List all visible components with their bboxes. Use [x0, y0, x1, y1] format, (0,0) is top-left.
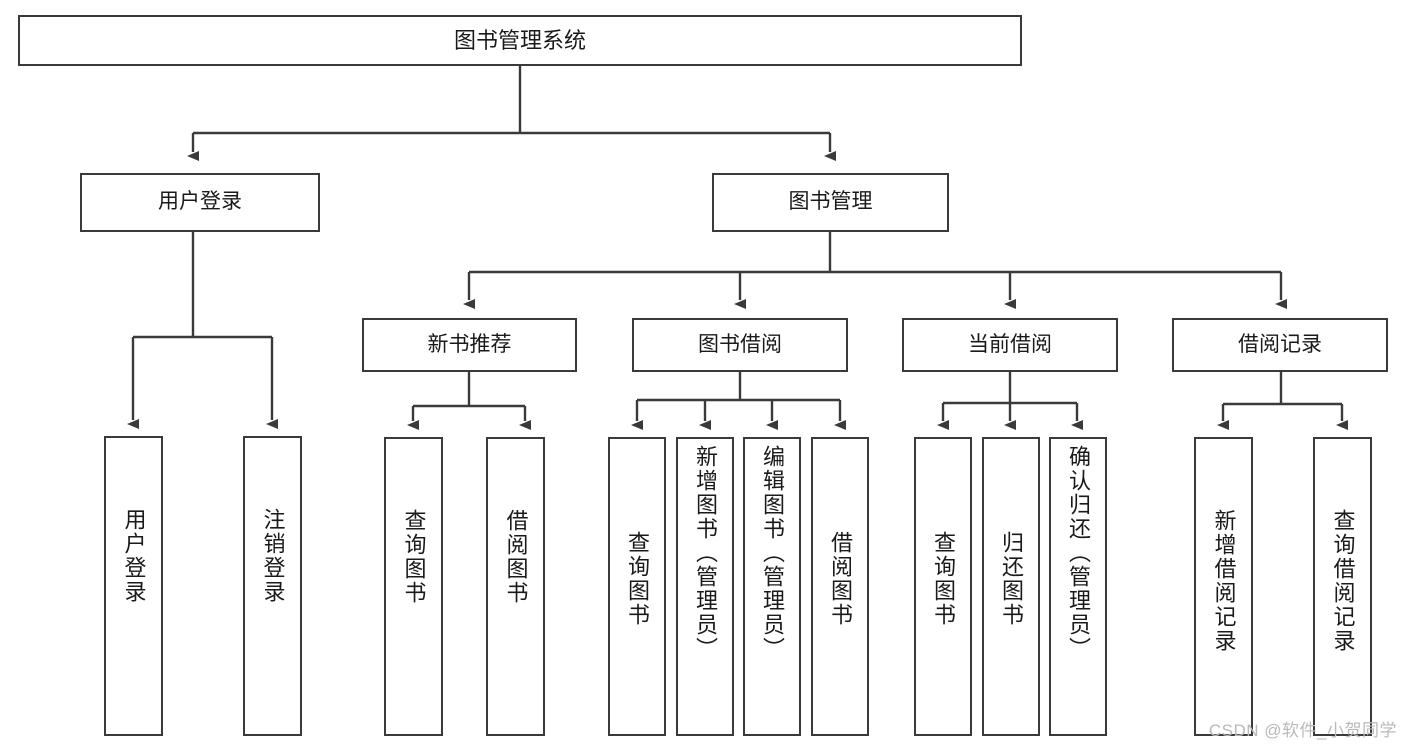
node-label: 当前借阅 — [968, 332, 1052, 356]
node-new-book-recommend[interactable]: 新书推荐 — [362, 318, 577, 372]
node-label: 编辑图书（管理员） — [760, 445, 785, 661]
leaf-query-book-recommend[interactable]: 查询图书 — [384, 437, 443, 736]
node-label: 新书推荐 — [427, 332, 512, 356]
node-borrow-record[interactable]: 借阅记录 — [1172, 318, 1388, 372]
node-label: 借阅图书 — [828, 531, 853, 627]
node-book-borrow[interactable]: 图书借阅 — [632, 318, 848, 372]
leaf-confirm-return-admin[interactable]: 确认归还（管理员） — [1049, 437, 1107, 736]
node-label: 确认归还（管理员） — [1066, 445, 1091, 661]
leaf-borrow-book[interactable]: 借阅图书 — [811, 437, 869, 736]
node-current-borrow[interactable]: 当前借阅 — [902, 318, 1118, 372]
node-book-management[interactable]: 图书管理 — [712, 173, 949, 232]
node-label: 新增借阅记录 — [1211, 509, 1237, 653]
leaf-query-book-borrow[interactable]: 查询图书 — [608, 437, 666, 736]
node-label: 新增图书（管理员） — [693, 445, 718, 661]
node-user-login[interactable]: 用户登录 — [80, 173, 320, 232]
leaf-add-book-admin[interactable]: 新增图书（管理员） — [676, 437, 734, 736]
node-root-system[interactable]: 图书管理系统 — [18, 15, 1022, 66]
node-label: 查询图书 — [931, 531, 956, 627]
leaf-query-borrow-record[interactable]: 查询借阅记录 — [1313, 437, 1372, 736]
leaf-user-login[interactable]: 用户登录 — [104, 436, 163, 736]
node-label: 借阅图书 — [503, 509, 529, 605]
node-label: 查询借阅记录 — [1330, 509, 1356, 653]
node-label: 图书管理 — [788, 190, 873, 214]
node-label: 查询图书 — [401, 509, 427, 605]
watermark-text: CSDN @软件_小贺同学 — [1208, 721, 1397, 740]
leaf-borrow-book-recommend[interactable]: 借阅图书 — [486, 437, 545, 736]
leaf-user-logout[interactable]: 注销登录 — [243, 436, 302, 736]
leaf-edit-book-admin[interactable]: 编辑图书（管理员） — [743, 437, 801, 736]
leaf-add-borrow-record[interactable]: 新增借阅记录 — [1194, 437, 1253, 736]
node-label: 注销登录 — [260, 508, 286, 604]
node-label: 用户登录 — [121, 508, 147, 604]
node-label: 图书管理系统 — [453, 27, 586, 53]
leaf-query-book-current[interactable]: 查询图书 — [914, 437, 972, 736]
node-label: 查询图书 — [625, 531, 650, 627]
node-label: 借阅记录 — [1238, 332, 1322, 356]
node-label: 图书借阅 — [698, 332, 782, 356]
node-label: 归还图书 — [999, 531, 1024, 627]
node-label: 用户登录 — [158, 190, 242, 214]
leaf-return-book[interactable]: 归还图书 — [982, 437, 1040, 736]
